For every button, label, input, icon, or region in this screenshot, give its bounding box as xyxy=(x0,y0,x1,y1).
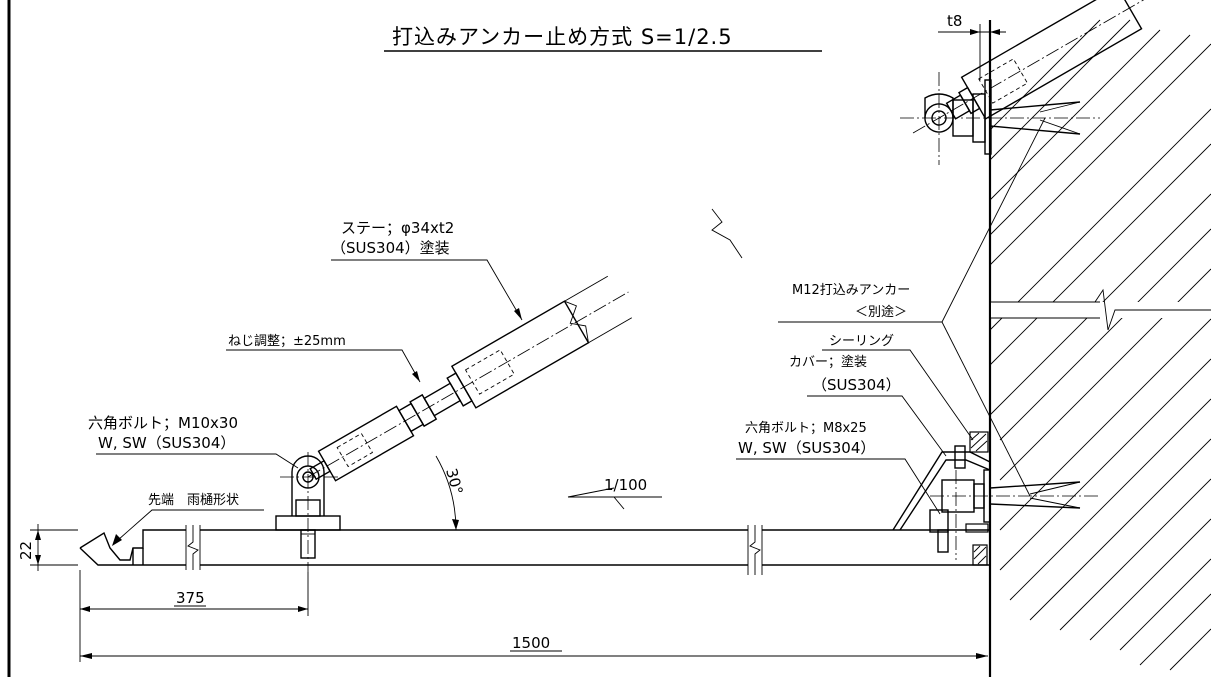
hex-bolt-left-line1: 六角ボルト；M10x30 xyxy=(88,414,238,432)
stay-label-line1: ステー；φ34xt2 xyxy=(341,219,454,237)
hex-bolt-left-line2: W, SW（SUS304） xyxy=(98,434,235,452)
drawing-title: 打込みアンカー止め方式 S=1/2.5 xyxy=(392,25,733,49)
seal-hatch-bottom xyxy=(973,545,987,565)
sealing-label: シーリング xyxy=(829,334,894,349)
upper-anchor xyxy=(900,72,1100,165)
hex-bolt-left-leader xyxy=(96,453,299,469)
anchor-label-line2: ＜別途＞ xyxy=(855,304,907,320)
screw-adjust-leader xyxy=(226,349,421,383)
angle-label: 30° xyxy=(442,466,466,496)
tip-leader xyxy=(117,509,264,541)
slope-indicator: 1/100 xyxy=(567,476,662,510)
dim-375: 375 xyxy=(79,570,309,662)
t8-dimension: t8 xyxy=(938,12,1006,80)
stay-label-line2: （SUS304）塗装 xyxy=(331,239,450,257)
panel-break-right xyxy=(747,525,763,575)
left-stay xyxy=(307,275,632,482)
wall-hatching xyxy=(989,19,1211,671)
slope-label: 1/100 xyxy=(604,476,647,494)
tip-label: 先端 雨樋形状 xyxy=(148,492,239,508)
t8-label: t8 xyxy=(947,12,962,30)
anchor-label-line1: M12打込みアンカー xyxy=(792,283,910,298)
dim-thickness-label: 22 xyxy=(17,541,35,560)
upper-stay-break xyxy=(711,208,743,259)
hex-bolt-right-line2: W, SW（SUS304） xyxy=(738,439,875,457)
hex-bolt-right-line1: 六角ボルト；M8x25 xyxy=(745,421,867,436)
stay-leader xyxy=(331,259,523,321)
wall xyxy=(988,19,1211,677)
cover-label-line2: （SUS304） xyxy=(812,376,901,394)
upper-stay xyxy=(912,0,1148,134)
dim-375-label: 375 xyxy=(176,589,205,607)
hex-bolt-right-leader xyxy=(736,458,941,515)
dim-1500-label: 1500 xyxy=(512,634,550,652)
dim-1500: 1500 xyxy=(80,634,988,659)
sealing-leader xyxy=(822,349,974,441)
dim-thickness: 22 xyxy=(17,524,78,571)
left-bracket xyxy=(275,452,341,572)
cover-leader xyxy=(807,395,947,457)
cover-label-line1: カバー；塗装 xyxy=(789,354,867,370)
screw-adjust-label: ねじ調整；±25mm xyxy=(228,334,346,349)
angle-arrow xyxy=(452,519,459,530)
panel xyxy=(79,525,990,575)
panel-break-left xyxy=(185,525,201,570)
